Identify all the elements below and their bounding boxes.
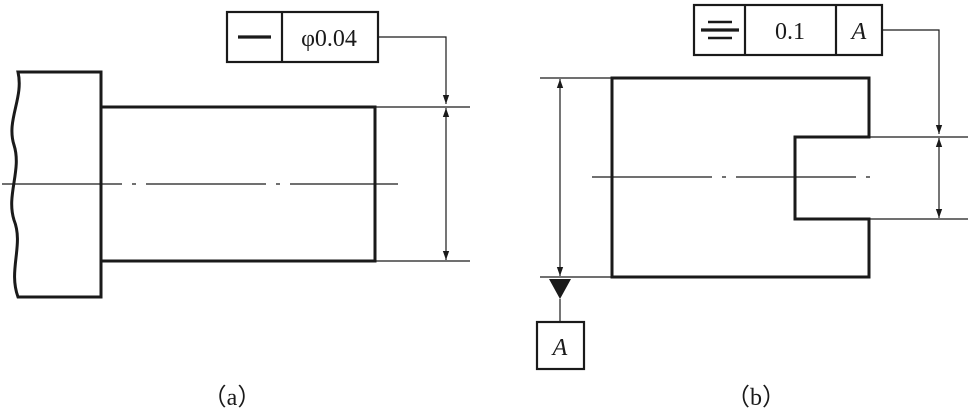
figure-a: φ0.04 （a） [2, 10, 470, 409]
part-a-head [10, 70, 103, 299]
datum-label: A [551, 335, 568, 361]
figure-b: A 0.1 A （b） [535, 3, 968, 409]
datum-triangle [549, 279, 571, 299]
part-b-body [610, 76, 871, 279]
part-a-leader [378, 36, 450, 104]
tolerance-value-b: 0.1 [775, 19, 805, 45]
caption-b: （b） [726, 385, 786, 409]
part-b-leader [882, 29, 943, 134]
datum-reference: A [850, 19, 867, 45]
feature-control-frame-a: φ0.04 [225, 10, 380, 64]
symmetry-icon [701, 20, 739, 40]
tolerance-value-a: φ0.04 [301, 26, 357, 52]
datum-box [535, 320, 586, 371]
caption-a: （a） [203, 385, 262, 409]
feature-control-frame-b: 0.1 A [692, 3, 884, 57]
